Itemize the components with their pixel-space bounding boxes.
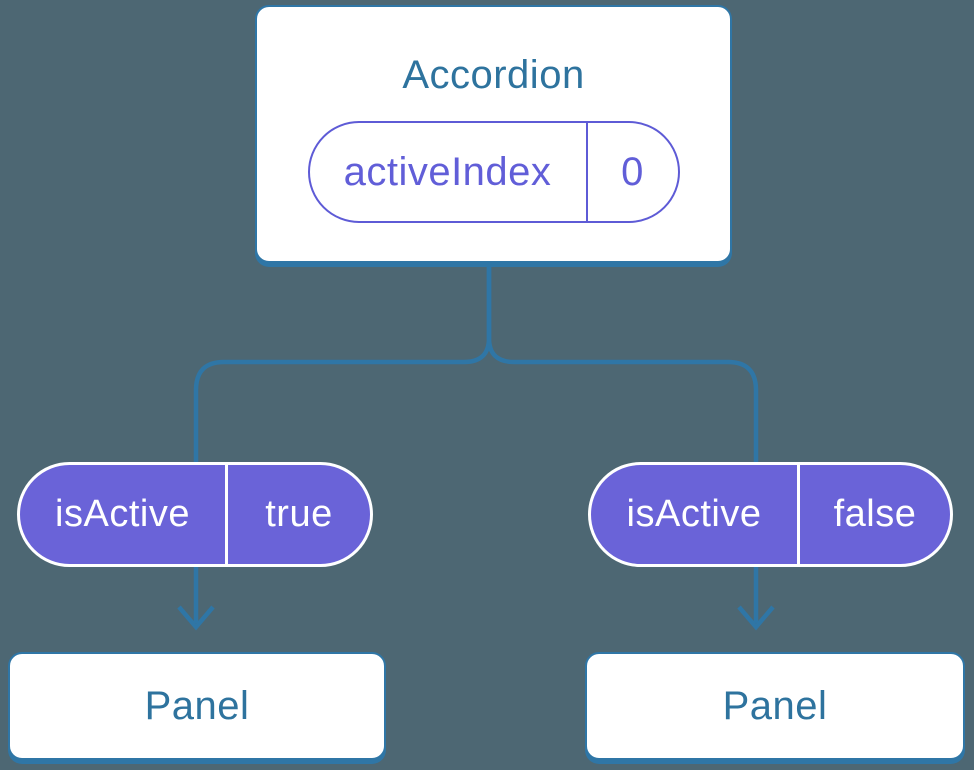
tree-edge-right — [486, 264, 759, 623]
panel-card-title: Panel — [722, 684, 828, 728]
panel-component-card-right: Panel — [585, 652, 965, 760]
state-pill-value: 0 — [585, 123, 678, 221]
accordion-component-card: Accordion activeIndex 0 — [255, 5, 732, 263]
tree-edge-left — [193, 264, 492, 623]
accordion-card-title: Accordion — [402, 53, 585, 97]
panel-component-card-left: Panel — [8, 652, 386, 760]
prop-pill-isactive-true: isActive true — [17, 462, 373, 567]
state-pill-activeindex: activeIndex 0 — [307, 121, 680, 223]
arrow-down-icon — [737, 605, 775, 631]
prop-pill-value: true — [225, 465, 370, 564]
prop-pill-label: isActive — [55, 493, 190, 535]
panel-card-title: Panel — [144, 684, 250, 728]
arrow-down-icon — [177, 605, 215, 631]
prop-pill-value: false — [797, 465, 950, 564]
state-pill-label: activeIndex — [343, 149, 552, 194]
prop-pill-label: isActive — [626, 493, 762, 535]
prop-pill-isactive-false: isActive false — [588, 462, 953, 567]
